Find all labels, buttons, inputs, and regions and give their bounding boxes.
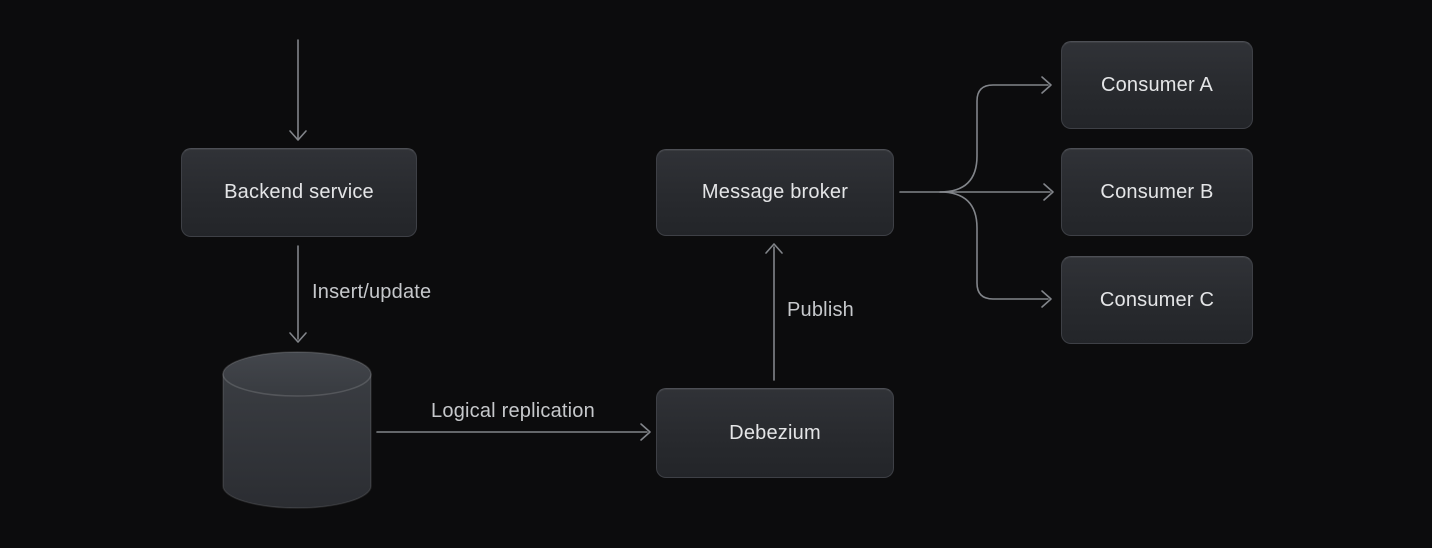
node-debezium: Debezium — [656, 388, 894, 478]
node-backend-service-label: Backend service — [224, 181, 374, 203]
arrow-message-broker-to-consumer-a — [939, 76, 1052, 193]
node-database-cylinder — [222, 351, 372, 509]
node-consumer-a-label: Consumer A — [1100, 73, 1214, 96]
node-consumer-b-label: Consumer B — [1100, 180, 1214, 203]
arrow-incoming-to-backend-service — [289, 39, 307, 141]
arrow-database-to-debezium — [376, 423, 651, 441]
node-backend-service: Backend service — [181, 148, 417, 237]
edge-label-insert-update: Insert/update — [312, 281, 432, 303]
arrow-backend-service-to-database — [289, 245, 307, 343]
node-message-broker-label: Message broker — [701, 181, 849, 203]
edge-label-logical-replication: Logical replication — [431, 400, 595, 422]
node-consumer-b: Consumer B — [1061, 148, 1253, 236]
arrow-message-broker-to-consumer-b — [899, 183, 1054, 201]
node-consumer-c: Consumer C — [1061, 256, 1253, 344]
node-consumer-a: Consumer A — [1061, 41, 1253, 129]
arrow-debezium-to-message-broker — [765, 243, 783, 381]
edge-label-publish: Publish — [787, 299, 854, 321]
node-message-broker: Message broker — [656, 149, 894, 236]
node-consumer-c-label: Consumer C — [1099, 288, 1215, 311]
node-debezium-label: Debezium — [729, 421, 821, 444]
arrow-message-broker-to-consumer-c — [939, 191, 1052, 308]
